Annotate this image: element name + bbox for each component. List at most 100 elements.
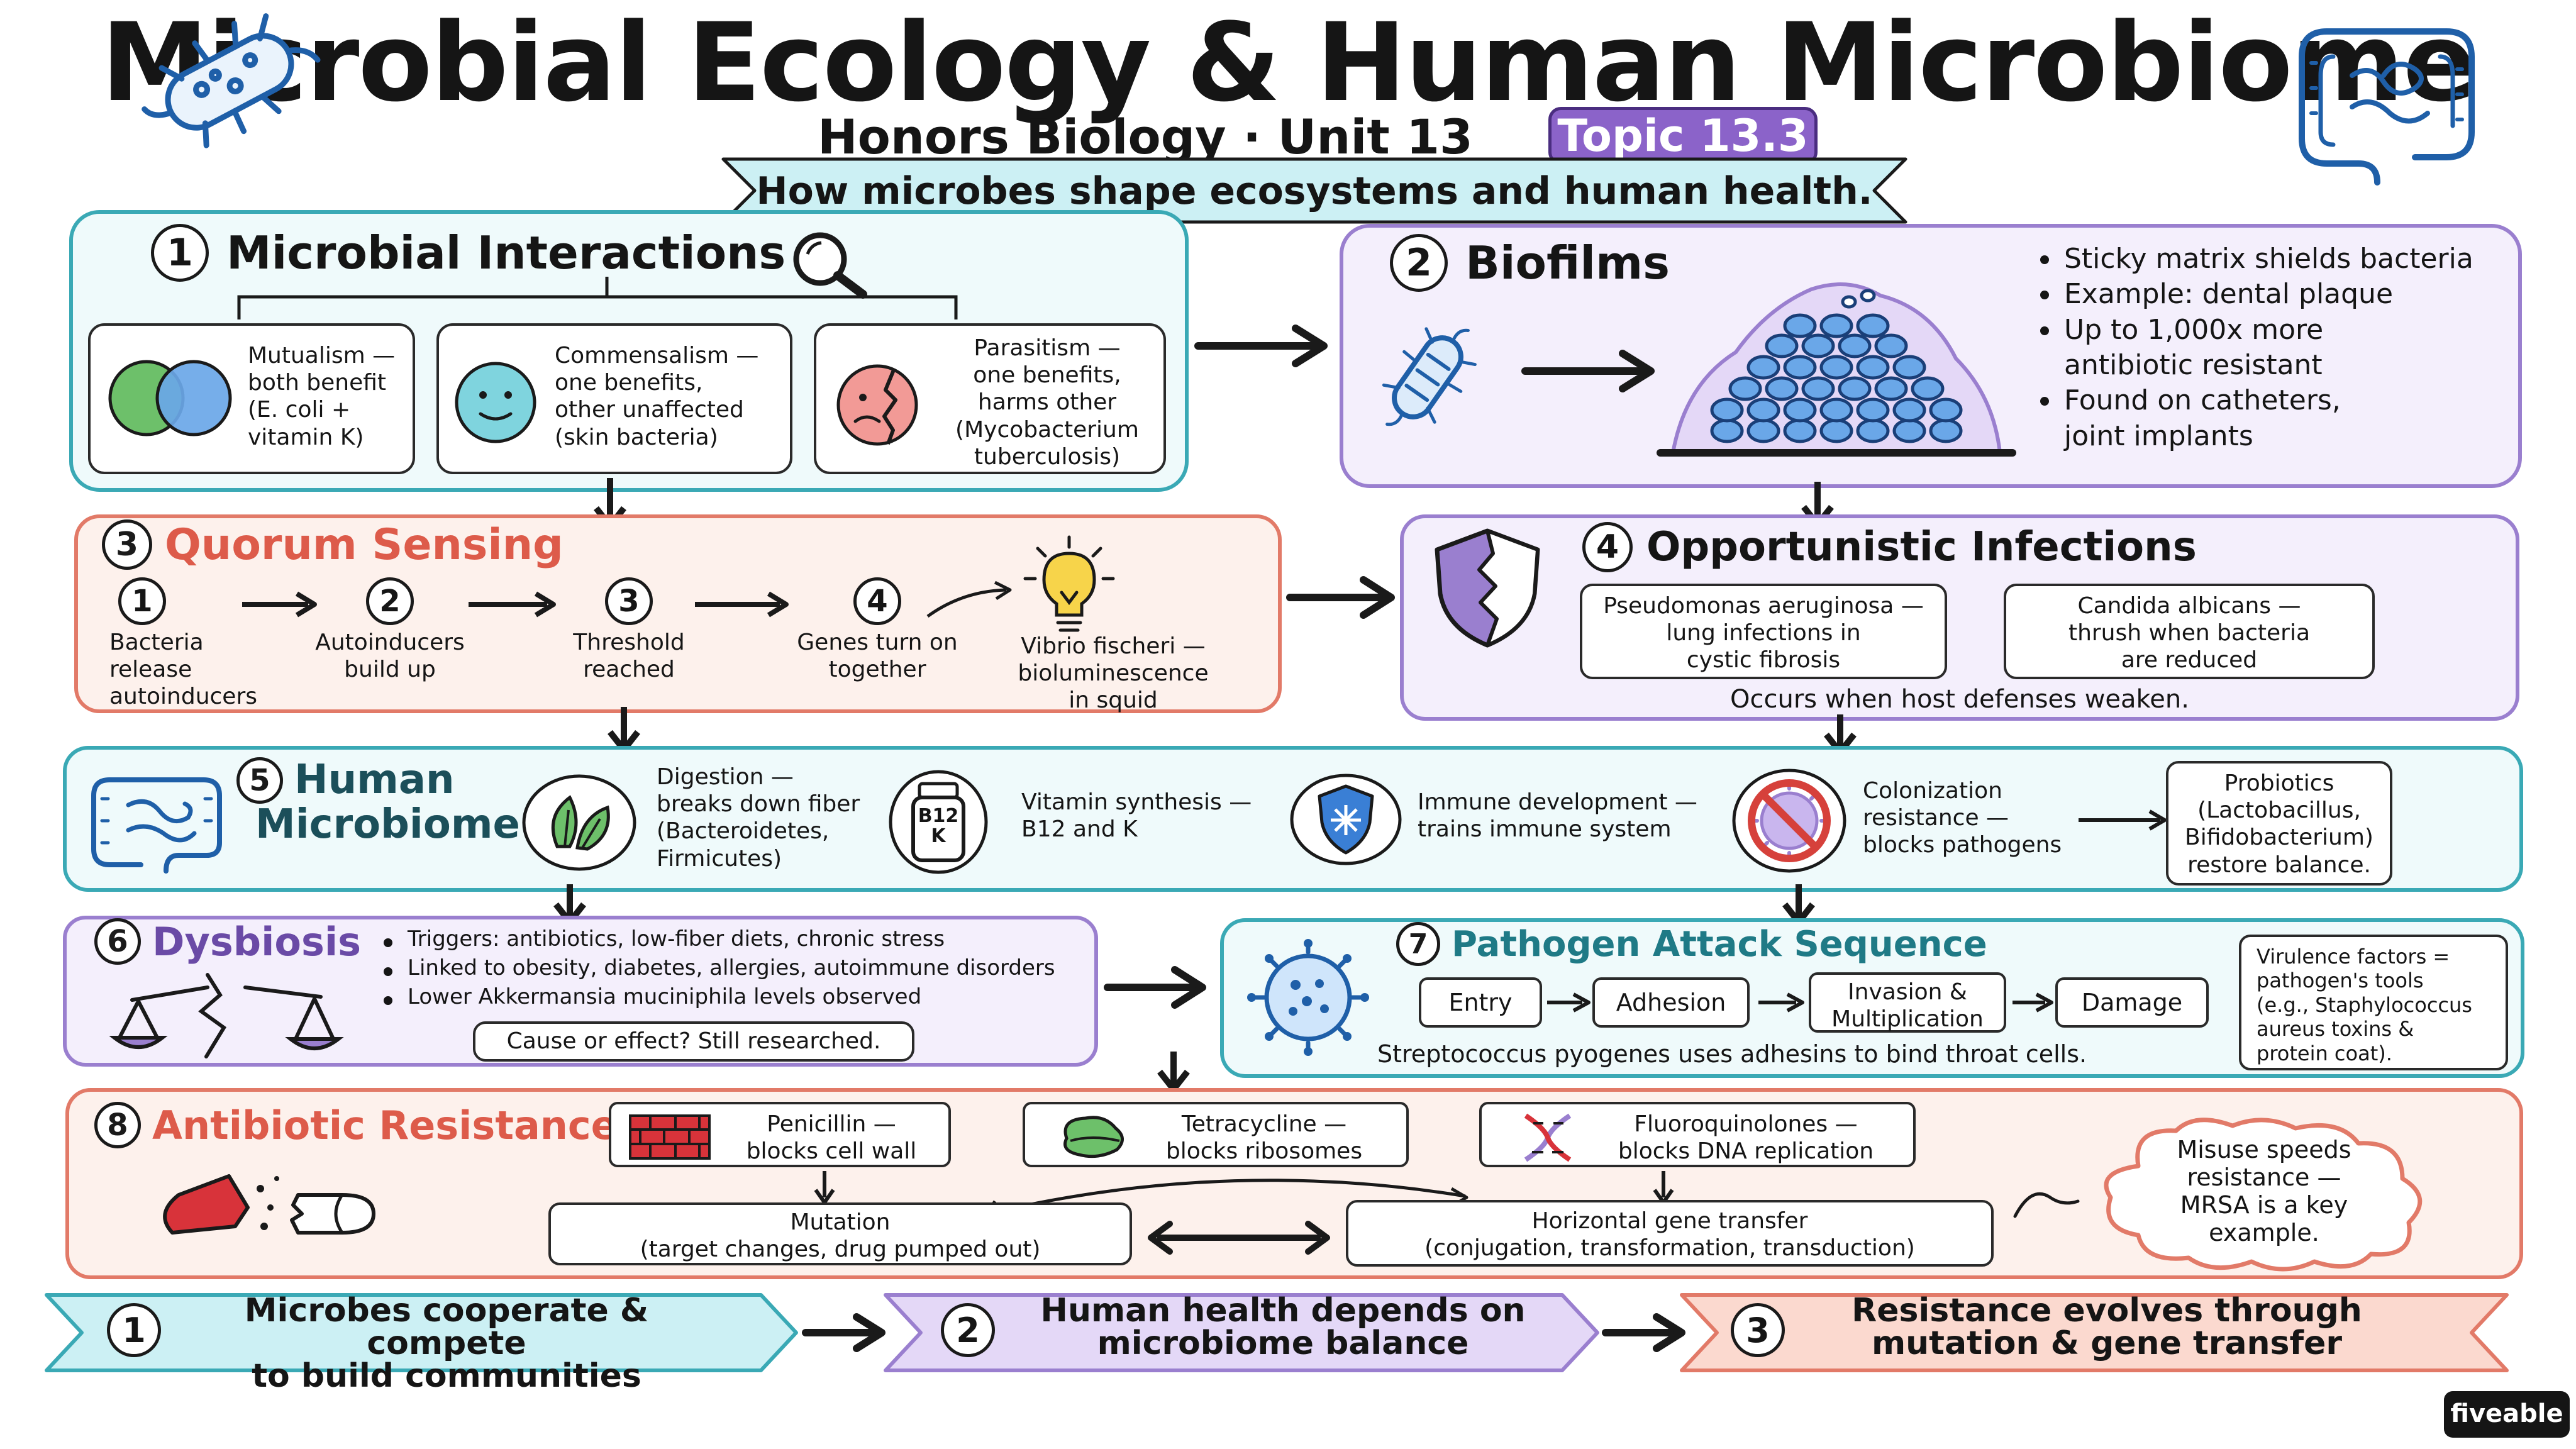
banner-text: How microbes shape ecosystems and human …	[756, 169, 1873, 213]
arrow-6-to-7	[1104, 966, 1206, 1009]
brick-wall-icon	[629, 1114, 711, 1160]
biofilm-cell	[1819, 418, 1853, 443]
arrow-right-icon	[1521, 350, 1655, 392]
biofilm-cell	[1746, 355, 1780, 380]
dna-icon	[1524, 1113, 1572, 1162]
cracked-face-icon	[836, 364, 918, 446]
commensalism-text: Commensalism —one benefits, other unaffe…	[555, 343, 759, 450]
section-2-title: Biofilms	[1465, 236, 1670, 289]
biofilm-mound-icon	[1657, 282, 2016, 457]
biofilm-cell	[1783, 355, 1817, 380]
step-entry: Entry	[1419, 977, 1542, 1028]
qs-arrow	[469, 591, 556, 618]
page-title: Microbial Ecology & Human Microbiome	[101, 0, 2477, 126]
dysbiosis-bullet: Lower Akkermansia muciniphila levels obs…	[380, 982, 1084, 1011]
biofilm-cell	[1838, 333, 1872, 358]
cloud-bubble	[2104, 1118, 2423, 1272]
opportunistic-note: Occurs when host defenses weaken.	[1730, 685, 2189, 714]
qs-step-4-number: 4	[853, 577, 901, 625]
qs-step-1-number: 1	[118, 577, 166, 625]
biofilm-cell	[1801, 376, 1835, 401]
section-2-number: 2	[1390, 234, 1448, 292]
section-6-title: Dysbiosis	[152, 918, 362, 965]
dysbiosis-bullet: Linked to obesity, diabetes, allergies, …	[380, 953, 1084, 982]
biofilm-cell	[1860, 289, 1876, 303]
summary-2-number: 2	[941, 1303, 995, 1357]
vitamin-bottle-icon	[889, 770, 988, 874]
broken-capsule-icon	[163, 1174, 375, 1235]
arrow-to-probiotics	[2079, 809, 2167, 831]
squiggle-line	[2013, 1192, 2080, 1218]
subtitle: Honors Biology · Unit 13	[818, 109, 1473, 165]
hgt-card: Horizontal gene transfer(conjugation, tr…	[1346, 1200, 1994, 1267]
summary-3-number: 3	[1731, 1303, 1785, 1357]
biofilm-bullet-cont: antibiotic resistant	[2064, 348, 2323, 381]
section-4-number: 4	[1582, 522, 1633, 572]
mutualism-card: Mutualism —both benefit (E. coli +vitami…	[88, 323, 415, 474]
biofilm-cell	[1801, 333, 1835, 358]
section-2-heading: 2 Biofilms	[1390, 234, 1670, 292]
biofilm-cell	[1856, 418, 1890, 443]
smiley-face-icon	[455, 362, 536, 443]
section-3-title: Quorum Sensing	[165, 519, 564, 570]
rod-bacterium-icon	[1382, 327, 1477, 426]
step-adhesion: Adhesion	[1592, 977, 1750, 1028]
mutualism-text: Mutualism —both benefit (E. coli +vitami…	[248, 343, 396, 450]
biofilm-cell	[1874, 333, 1908, 358]
pathogen-note: Streptococcus pyogenes uses adhesins to …	[1377, 1040, 2087, 1068]
b12-label: B12	[918, 805, 959, 827]
biofilm-cell	[1783, 313, 1817, 338]
banner-ribbon	[721, 157, 1907, 224]
biofilm-cell	[1819, 355, 1853, 380]
biofilm-cell	[1856, 313, 1890, 338]
qs-step-2-number: 2	[366, 577, 414, 625]
magnifier-icon	[793, 232, 867, 299]
parasitism-text: Parasitism —one benefits, harms other(My…	[955, 335, 1139, 470]
biofilm-cell	[1929, 418, 1963, 443]
arrow-1-to-2	[1194, 325, 1328, 367]
pseudomonas-card: Pseudomonas aeruginosa —lung infections …	[1580, 584, 1947, 679]
biofilm-cell	[1746, 397, 1780, 423]
section-8-number: 8	[94, 1102, 141, 1148]
summary-banner-1	[45, 1293, 798, 1372]
qs-curved-arrow	[926, 580, 1012, 618]
dysbiosis-bullet: Triggers: antibiotics, low-fiber diets, …	[380, 924, 1084, 953]
biofilm-bullet: Up to 1,000x more	[2036, 313, 2514, 348]
fluoroquinolones-name: Fluoroquinolones —	[1634, 1111, 1858, 1137]
section-8-heading: 8 Antibiotic Resistance	[94, 1102, 618, 1148]
double-arrow	[1148, 1221, 1330, 1255]
step-damage: Damage	[2055, 977, 2209, 1028]
section-5-heading: 5 Human Microbiome	[236, 757, 520, 847]
interactions-bracket	[237, 277, 958, 319]
bacterium-icon	[142, 13, 321, 148]
section-4-title: Opportunistic Infections	[1646, 524, 2197, 570]
biofilm-bullet-cont: joint implants	[2064, 419, 2253, 452]
section-6-number: 6	[94, 918, 141, 965]
section-7-number: 7	[1396, 922, 1440, 966]
step-arrow	[1547, 992, 1591, 1013]
summary-1-number: 1	[107, 1303, 161, 1357]
tetracycline-card: Tetracycline — blocks ribosomes	[1023, 1102, 1409, 1167]
step-arrow	[2012, 992, 2053, 1013]
immune-text: Immune development —trains immune system	[1418, 789, 1697, 843]
fluoroquinolones-action: blocks DNA replication	[1618, 1138, 1874, 1165]
section-4-heading: 4 Opportunistic Infections	[1582, 522, 2197, 572]
summary-arrow	[802, 1313, 886, 1352]
qs-arrow	[695, 591, 789, 618]
probiotics-card: Probiotics(Lactobacillus, Bifidobacteriu…	[2166, 761, 2392, 886]
biofilm-cell	[1892, 397, 1926, 423]
no-pathogen-icon	[1732, 769, 1846, 873]
k-label: K	[931, 825, 946, 847]
biofilm-cell	[1783, 397, 1817, 423]
virulence-card: Virulence factors =pathogen's tools(e.g.…	[2239, 935, 2508, 1070]
summary-arrow	[1602, 1313, 1685, 1352]
drug-to-mutation-arrow	[814, 1171, 835, 1204]
step-arrow	[1758, 992, 1804, 1013]
fluoroquinolones-card: Fluoroquinolones — blocks DNA replicatio…	[1479, 1102, 1916, 1167]
section-5-title-line1: Human	[294, 757, 455, 804]
